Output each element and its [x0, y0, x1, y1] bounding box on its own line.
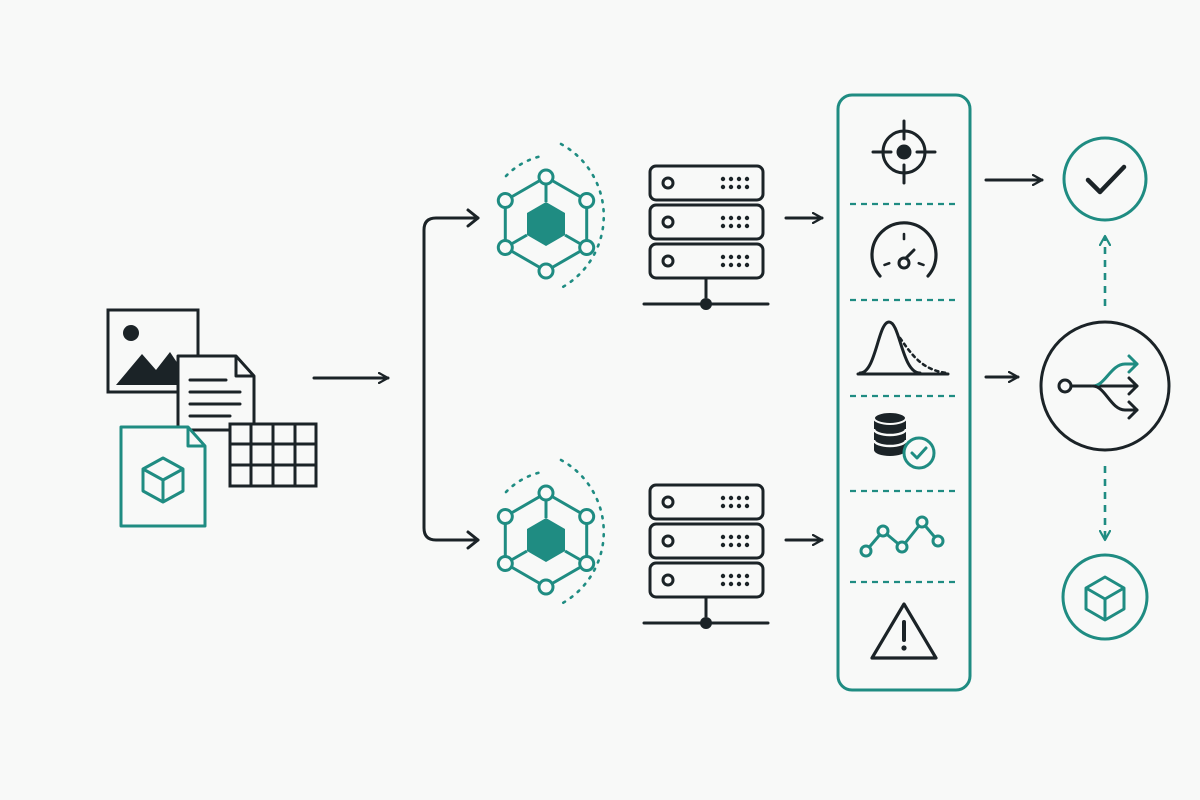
speedometer-gauge-icon — [870, 221, 938, 278]
target-crosshair-icon — [871, 119, 937, 185]
model-network-hexagon-icon — [496, 458, 606, 606]
database-check-icon — [872, 411, 936, 470]
server-stack-icon — [642, 483, 770, 629]
distribution-curve-icon — [856, 320, 950, 376]
approved-check-icon — [1062, 136, 1148, 222]
table-grid-icon — [228, 422, 318, 488]
model-file-icon — [119, 425, 207, 528]
input-data-files — [106, 308, 318, 528]
trend-line-icon — [859, 515, 945, 558]
server-stack-icon — [642, 164, 770, 310]
fork-connector — [422, 216, 480, 542]
fork-arrowhead-top — [466, 208, 480, 228]
document-file-icon — [176, 354, 256, 432]
model-package-icon — [1061, 553, 1149, 641]
model-network-hexagon-icon — [496, 142, 606, 290]
branching-router-icon — [1039, 320, 1171, 452]
warning-triangle-icon — [870, 602, 938, 660]
evaluation-panel — [836, 93, 972, 692]
image-file-icon — [106, 308, 200, 394]
fork-arrowhead-bottom — [466, 530, 480, 550]
